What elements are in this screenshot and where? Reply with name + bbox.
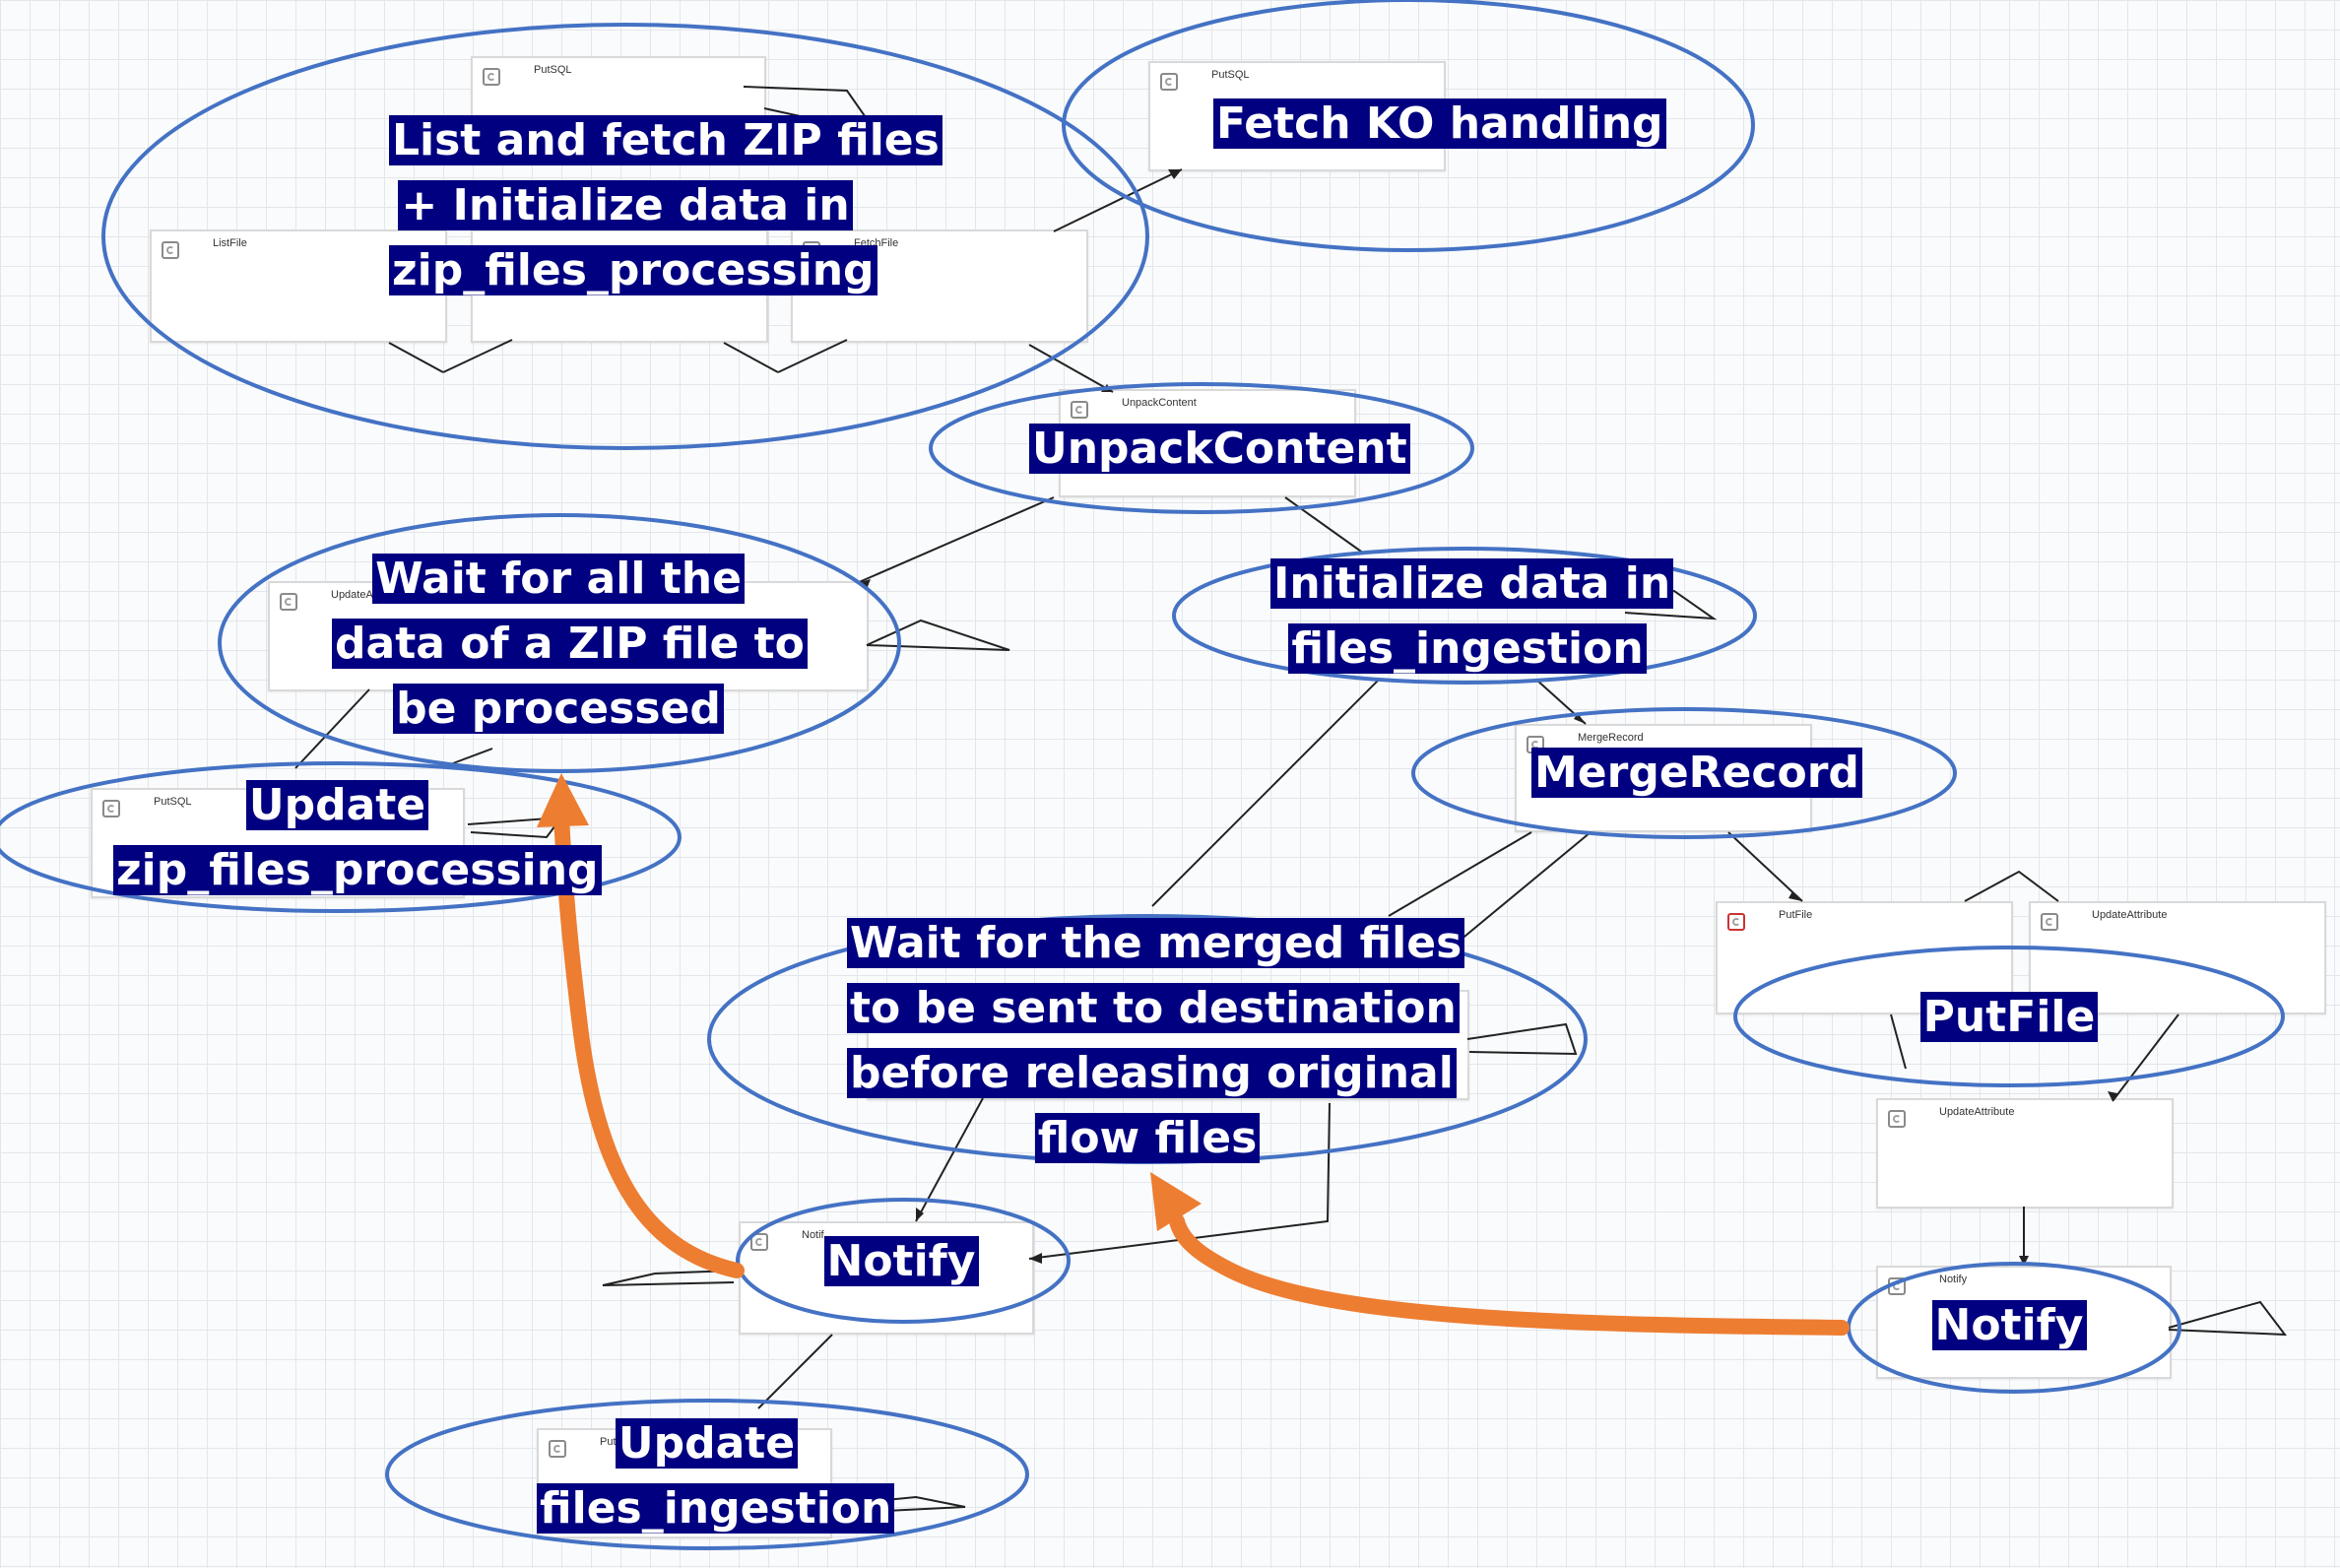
- label-update-zip: Update zip_files_processing: [113, 773, 602, 903]
- conn-notify-ingest: [757, 1334, 833, 1409]
- label-line: Fetch KO handling: [1213, 98, 1666, 149]
- processor-type: Notify: [1939, 1274, 1968, 1285]
- label-line: zip_files_processing: [389, 245, 878, 295]
- label-line: + Initialize data in: [398, 180, 853, 230]
- label-unpack: UnpackContent: [1029, 417, 1410, 482]
- processor-type: UpdateAttribute: [2092, 909, 2168, 921]
- label-line: files_ingestion: [1288, 623, 1647, 674]
- orange-arrow-right: [1169, 1213, 1850, 1336]
- conn-merge-putfile: [1727, 831, 1803, 902]
- processor-icon: [1160, 73, 1178, 91]
- conn-wait-zipput-b: [452, 748, 493, 764]
- processor-updateattribute-bottom[interactable]: UpdateAttribute: [1876, 1098, 2174, 1209]
- label-list-fetch: List and fetch ZIP files + Initialize da…: [389, 108, 942, 303]
- conn-putfile-update-a: [1890, 1013, 1907, 1070]
- label-putfile: PutFile: [1911, 985, 2108, 1050]
- conn-merge-waitmerged-a: [1388, 831, 1532, 917]
- conn-list-fetch-b: [442, 339, 513, 373]
- conn-fetch-b: [777, 339, 848, 373]
- label-line: UnpackContent: [1029, 424, 1410, 474]
- label-line: PutFile: [1919, 992, 2099, 1042]
- processor-icon: [1888, 1277, 1906, 1295]
- label-init: Initialize data in files_ingestion: [1270, 552, 1674, 682]
- label-line: zip_files_processing: [113, 845, 602, 895]
- conn-merge-waitmerged-b: [1447, 831, 1592, 951]
- label-notify-right: Notify: [1925, 1293, 2093, 1358]
- label-line: Wait for all the: [372, 554, 745, 604]
- label-line: before releasing original: [847, 1048, 1457, 1098]
- label-line: flow files: [1034, 1113, 1261, 1163]
- label-line: Wait for the merged files: [847, 918, 1465, 968]
- processor-icon: [162, 241, 179, 259]
- loop-updateattr-right: [1964, 870, 2059, 902]
- conn-fetch-a: [723, 342, 779, 373]
- label-line: to be sent to destination: [847, 983, 1460, 1033]
- processor-type: UnpackContent: [1122, 397, 1197, 409]
- conn-list-fetch-a: [388, 342, 444, 373]
- label-mergerecord: MergeRecord: [1531, 741, 1862, 806]
- conn-fetch-ko: [1053, 168, 1183, 232]
- processor-icon: [483, 68, 500, 86]
- processor-type: PutSQL: [1211, 69, 1250, 81]
- orange-arrowhead-right: [1150, 1172, 1202, 1231]
- conn-init-merge: [1535, 679, 1587, 725]
- label-line: data of a ZIP file to: [332, 619, 808, 669]
- conn-init-waitmerged: [1151, 679, 1380, 907]
- processor-type: UpdateAttribute: [1939, 1106, 2015, 1118]
- processor-icon: [1727, 913, 1745, 931]
- conn-putfile-update-b: [2112, 1013, 2179, 1102]
- label-line: Notify: [823, 1236, 979, 1286]
- processor-type: ListFile: [213, 237, 247, 249]
- processor-type: PutFile: [1779, 909, 1813, 921]
- processor-type: PutSQL: [534, 64, 572, 76]
- label-line: List and fetch ZIP files: [389, 115, 942, 165]
- label-wait-merged: Wait for the merged files to be sent to …: [847, 911, 1465, 1171]
- label-line: Notify: [1931, 1300, 2087, 1350]
- label-line: Initialize data in: [1270, 558, 1674, 609]
- label-fetch-ko: Fetch KO handling: [1213, 92, 1666, 157]
- conn-unpack-wait: [856, 496, 1055, 584]
- processor-icon: [2041, 913, 2058, 931]
- label-wait-zip: Wait for all the data of a ZIP file to b…: [332, 547, 808, 742]
- loop-updateattribute-wait: [866, 619, 1010, 651]
- label-line: be processed: [393, 684, 724, 734]
- label-line: files_ingestion: [537, 1483, 895, 1534]
- label-line: Update: [615, 1418, 799, 1469]
- loop-notify-left: [602, 1270, 735, 1286]
- processor-icon: [280, 593, 297, 611]
- label-update-ingest: Update files_ingestion: [537, 1411, 895, 1541]
- processor-icon: [750, 1233, 768, 1251]
- label-line: Update: [245, 780, 429, 830]
- loop-notify-right: [2168, 1300, 2288, 1337]
- conn-fetch-unpack: [1028, 344, 1114, 393]
- loop-wait-merged: [1466, 1022, 1578, 1056]
- label-notify-left: Notify: [817, 1229, 985, 1294]
- conn-unpack-init: [1284, 496, 1365, 555]
- processor-icon: [1888, 1110, 1906, 1128]
- label-line: MergeRecord: [1531, 748, 1862, 798]
